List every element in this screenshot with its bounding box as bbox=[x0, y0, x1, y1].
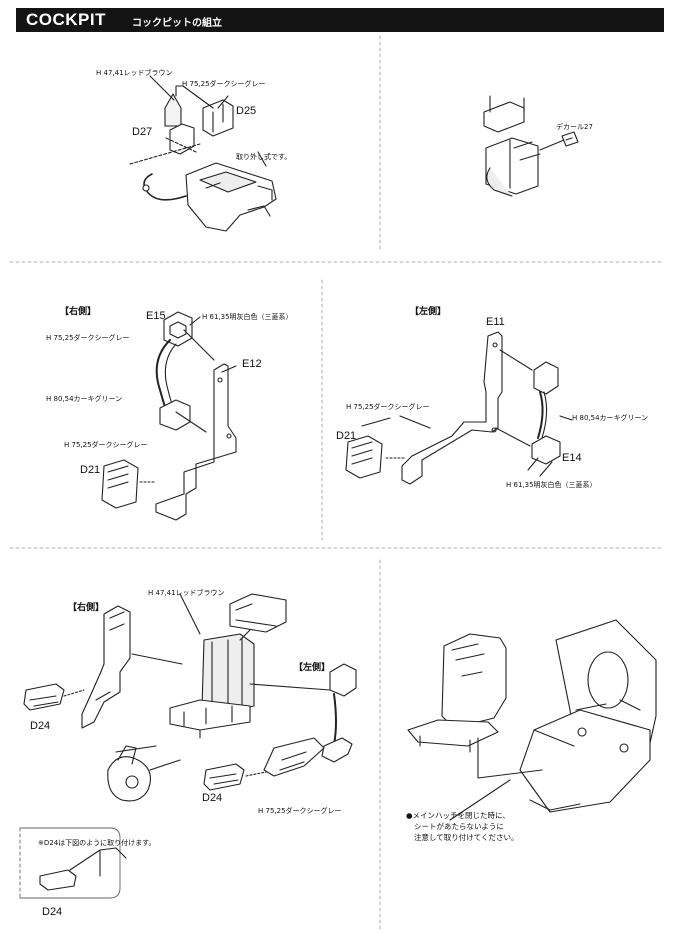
label-dark-sea-gray-4: H 75,25ダークシーグレー bbox=[346, 403, 430, 411]
label-dark-sea-gray-5: H 75,25ダークシーグレー bbox=[258, 807, 342, 815]
part-d24-a: D24 bbox=[30, 720, 51, 732]
note-line-2: シートがあたらないように bbox=[414, 822, 504, 831]
part-e15: E15 bbox=[146, 310, 166, 322]
label-e15-color: H 61,35明灰白色（三菱系） bbox=[202, 313, 293, 321]
part-e12: E12 bbox=[242, 358, 262, 370]
part-d24-inset: D24 bbox=[42, 906, 63, 918]
panel-dividers bbox=[9, 35, 665, 931]
label-dark-sea-gray-3b: H 75,25ダークシーグレー bbox=[64, 441, 148, 449]
panel1-art bbox=[129, 75, 277, 232]
label-decal-27: デカール27 bbox=[556, 123, 593, 131]
note-line-1: ●メインハッチを閉じた時に、 bbox=[406, 811, 510, 820]
label-dark-sea-gray-1: H 75,25ダークシーグレー bbox=[182, 80, 266, 88]
part-d25: D25 bbox=[236, 105, 257, 117]
label-red-brown-5: H 47,41レッドブラウン bbox=[148, 589, 225, 597]
page-subtitle: コックピットの組立 bbox=[132, 18, 222, 29]
label-right-side-2: 【右側】 bbox=[68, 603, 105, 613]
hatch-caution-note: ●メインハッチを閉じた時に、 シートがあたらないように 注意して取り付けてくださ… bbox=[406, 810, 519, 843]
label-e14-color: H 61,35明灰白色（三菱系） bbox=[506, 481, 597, 489]
label-left-side-2: 【左側】 bbox=[294, 663, 331, 673]
panel6-art bbox=[407, 619, 657, 821]
part-e14: E14 bbox=[562, 452, 582, 464]
panel4-art bbox=[345, 331, 573, 485]
part-d21-left: D21 bbox=[336, 430, 357, 442]
label-khaki-green-3: H 80,54カーキグリーン bbox=[46, 395, 123, 403]
header-bar: COCKPIT コックピットの組立 bbox=[16, 8, 664, 32]
panel2-art bbox=[483, 95, 579, 197]
part-e11: E11 bbox=[486, 316, 505, 328]
label-khaki-green-4: H 80,54カーキグリーン bbox=[572, 414, 649, 422]
panel5-art bbox=[19, 593, 357, 899]
panel3-art bbox=[101, 311, 237, 521]
part-d27: D27 bbox=[132, 126, 153, 138]
part-d24-b: D24 bbox=[202, 792, 223, 804]
label-dark-sea-gray-3a: H 75,25ダークシーグレー bbox=[46, 334, 130, 342]
note-line-3: 注意して取り付けてください。 bbox=[414, 833, 519, 842]
label-d24-note: ※D24は下図のように取り付けます。 bbox=[38, 839, 156, 847]
page-title: COCKPIT bbox=[26, 10, 106, 29]
label-red-brown-1: H 47,41レッドブラウン bbox=[96, 69, 173, 77]
label-right-side-1: 【右側】 bbox=[60, 307, 97, 317]
label-left-side-1: 【左側】 bbox=[410, 307, 447, 317]
part-d21-right: D21 bbox=[80, 464, 101, 476]
label-removable: 取り外し式です。 bbox=[236, 153, 292, 161]
